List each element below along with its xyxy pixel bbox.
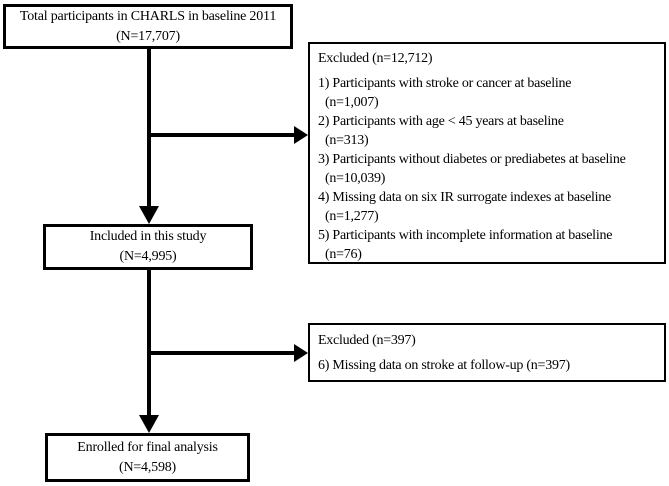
excluded-1-item-5-count: (n=76) <box>325 247 362 262</box>
connector-total-to-included <box>147 49 151 207</box>
box-total-line1: Total participants in CHARLS in baseline… <box>19 8 277 24</box>
box-excluded-baseline: Excluded (n=12,712) 1) Participants with… <box>308 42 666 264</box>
excluded-1-item-2-text: 2) Participants with age < 45 years at b… <box>318 114 564 129</box>
box-total-count: (N=17,707) <box>116 28 180 44</box>
arrow-right-icon <box>294 344 308 362</box>
box-enrolled-final-analysis: Enrolled for final analysis (N=4,598) <box>45 433 250 482</box>
box-excluded-followup: Excluded (n=397) 6) Missing data on stro… <box>308 323 666 382</box>
arrow-down-icon <box>139 415 159 433</box>
excluded-1-item-4: 4) Missing data on six IR surrogate inde… <box>318 188 662 226</box>
excluded-1-item-1-count: (n=1,007) <box>325 95 379 110</box>
excluded-1-item-3-count: (n=10,039) <box>325 171 386 186</box>
connector-included-to-enrolled <box>147 270 151 416</box>
excluded-1-item-1: 1) Participants with stroke or cancer at… <box>318 74 662 112</box>
arrow-right-icon <box>294 126 308 144</box>
excluded-1-item-3-text: 3) Participants without diabetes or pred… <box>318 152 626 167</box>
excluded-2-item-1-text: 6) Missing data on stroke at follow-up (… <box>318 358 570 373</box>
box-included-count: (N=4,995) <box>119 249 177 264</box>
excluded-1-item-4-text: 4) Missing data on six IR surrogate inde… <box>318 190 612 205</box>
box-included-in-study: Included in this study (N=4,995) <box>43 224 253 270</box>
connector-branch-excluded-1 <box>147 133 295 137</box>
excluded-2-header: Excluded (n=397) <box>318 333 416 348</box>
excluded-1-item-2: 2) Participants with age < 45 years at b… <box>318 112 662 150</box>
excluded-1-item-3: 3) Participants without diabetes or pred… <box>318 150 662 188</box>
connector-branch-excluded-2 <box>147 351 295 355</box>
excluded-1-item-4-count: (n=1,277) <box>325 209 379 224</box>
excluded-1-item-5-text: 5) Participants with incomplete informat… <box>318 228 613 243</box>
box-enrolled-count: (N=4,598) <box>118 459 177 475</box>
excluded-1-item-2-count: (n=313) <box>325 133 369 148</box>
arrow-down-icon <box>139 206 159 224</box>
excluded-1-header: Excluded (n=12,712) <box>318 51 433 66</box>
box-included-line1: Included in this study <box>89 229 207 244</box>
excluded-1-item-5: 5) Participants with incomplete informat… <box>318 226 662 264</box>
box-enrolled-line1: Enrolled for final analysis <box>77 439 218 455</box>
box-total-participants: Total participants in CHARLS in baseline… <box>3 4 293 49</box>
excluded-1-item-1-text: 1) Participants with stroke or cancer at… <box>318 76 572 91</box>
